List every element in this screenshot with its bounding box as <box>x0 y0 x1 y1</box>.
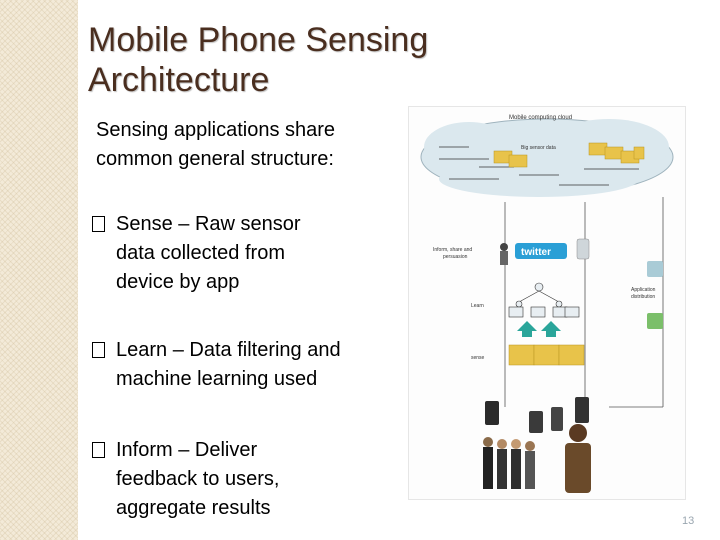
bullet-box-icon <box>92 216 105 232</box>
inform-label-1: Inform, share and <box>433 247 472 253</box>
intro-line-2: common general structure: <box>96 148 334 170</box>
bullet-text: Learn – Data filtering and machine learn… <box>116 336 406 394</box>
bullet-box-icon <box>92 442 105 458</box>
decorative-side-strip <box>0 0 78 540</box>
bullet-line: Inform – Deliver <box>116 439 258 461</box>
smartphones <box>485 397 589 433</box>
inform-label-2: persuasion <box>443 254 468 260</box>
learn-up-arrows <box>517 321 561 337</box>
twitter-label: twitter <box>521 247 551 258</box>
title-line-2: Architecture <box>88 61 270 99</box>
sense-label: sense <box>471 355 485 361</box>
person-body-icon <box>500 251 508 265</box>
big-data-label: Big sensor data <box>521 145 556 151</box>
title-line-1: Mobile Phone Sensing <box>88 21 429 59</box>
bullet-line: machine learning used <box>116 368 318 390</box>
android-market-icon <box>647 313 663 329</box>
bullet-text: Inform – Deliver feedback to users, aggr… <box>116 436 406 523</box>
bullet-line: Sense – Raw sensor <box>116 213 301 235</box>
page-number: 13 <box>682 515 695 527</box>
slide-title: Mobile Phone Sensing Architecture <box>88 20 508 100</box>
bullet-line: feedback to users, <box>116 468 280 490</box>
bullet-line: device by app <box>116 271 240 293</box>
users-group <box>483 424 591 493</box>
bullet-box-icon <box>92 342 105 358</box>
person-icon <box>500 243 508 251</box>
architecture-diagram: Mobile computing cloud Big sensor data I… <box>420 115 674 493</box>
intro-line-1: Sensing applications share <box>96 119 336 141</box>
flow-arrows <box>504 197 664 408</box>
cloud-label: Mobile computing cloud <box>509 115 572 121</box>
app-dist-label-2: distribution <box>631 294 655 300</box>
architecture-figure: Mobile computing cloud Big sensor data I… <box>408 106 686 500</box>
learn-tree-icon <box>508 282 580 318</box>
twitter-logo <box>515 243 567 259</box>
learn-label: Learn <box>471 303 484 309</box>
bullet-line: aggregate results <box>116 497 271 519</box>
app-store-icon <box>647 261 663 277</box>
bullet-line: data collected from <box>116 242 285 264</box>
raw-sensor-data-strip <box>508 344 585 366</box>
intro-text: Sensing applications share common genera… <box>96 116 406 174</box>
mobile-computing-cloud <box>420 118 674 197</box>
bullet-text: Sense – Raw sensor data collected from d… <box>116 210 406 297</box>
phone-icon <box>576 238 590 260</box>
app-dist-label-1: Application <box>631 287 656 293</box>
data-streams <box>439 146 639 186</box>
bullet-line: Learn – Data filtering and <box>116 339 341 361</box>
sensor-data-tiles <box>493 142 645 168</box>
